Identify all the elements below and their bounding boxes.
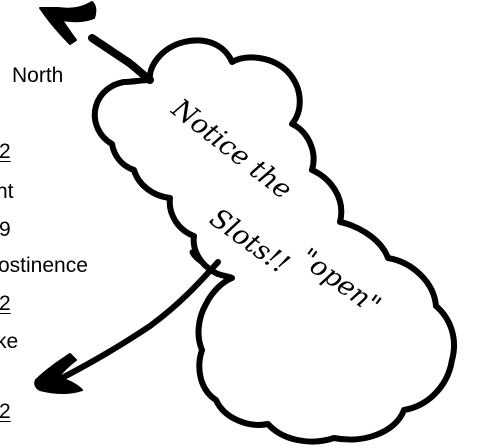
doc-line-2-b: 2 bbox=[0, 292, 11, 315]
annotation-text-slots: Slots!! bbox=[204, 203, 295, 281]
arrow-up-left-head bbox=[39, 1, 97, 45]
arrow-down-left-shaft bbox=[59, 259, 221, 381]
doc-line-ke: ke bbox=[0, 330, 19, 353]
arrow-down-left-head bbox=[34, 353, 83, 394]
cloud-inner-line bbox=[189, 249, 209, 269]
annotation-text-notice: Notice the bbox=[165, 92, 298, 205]
doc-line-2-a: 2 bbox=[0, 140, 11, 163]
doc-line-9: 9 bbox=[0, 218, 11, 241]
arrow-up-left-shaft bbox=[88, 34, 154, 84]
doc-line-nt: nt bbox=[0, 180, 14, 203]
doc-line-north: North bbox=[12, 64, 64, 87]
doc-line-ostinence: ostinence bbox=[0, 254, 88, 277]
annotation-text-open: "open" bbox=[294, 243, 386, 322]
doc-line-2-c: 2 bbox=[0, 400, 11, 423]
